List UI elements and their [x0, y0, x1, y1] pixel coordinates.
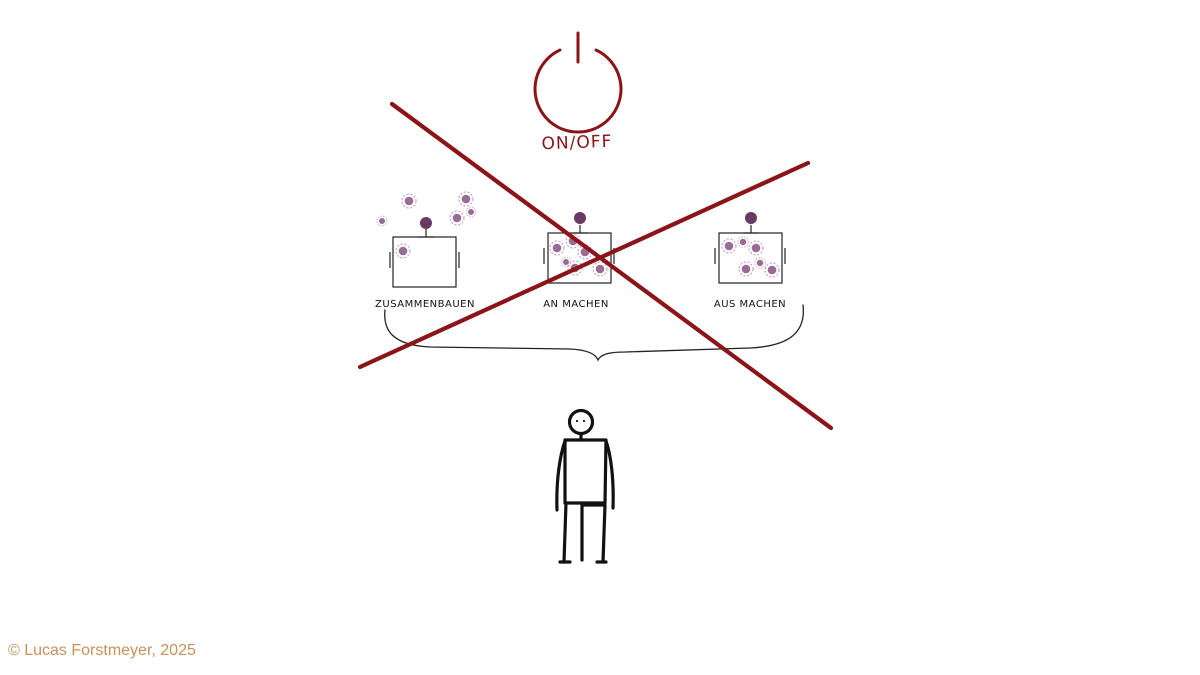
machine-box-assemble — [389, 217, 460, 288]
copyright-footer: © Lucas Forstmeyer, 2025 — [8, 642, 196, 659]
gear-icon — [395, 243, 411, 259]
box-label-turn-on: AN MACHEN — [543, 299, 609, 310]
box-label-turn-off: AUS MACHEN — [713, 299, 787, 310]
brace — [384, 304, 804, 362]
power-label: ON/OFF — [541, 131, 613, 155]
knob-icon — [574, 212, 586, 224]
cross-out-mark — [357, 101, 834, 431]
power-icon — [533, 31, 623, 134]
knob-icon — [420, 217, 432, 229]
gear-icon — [721, 238, 737, 254]
machine-box-turn-on — [543, 212, 615, 284]
gear-icon — [549, 240, 565, 256]
machine-box-turn-off — [714, 212, 786, 284]
box-label-assemble: ZUSAMMENBAUEN — [375, 299, 475, 310]
person-figure — [555, 408, 615, 564]
knob-icon — [745, 212, 757, 224]
